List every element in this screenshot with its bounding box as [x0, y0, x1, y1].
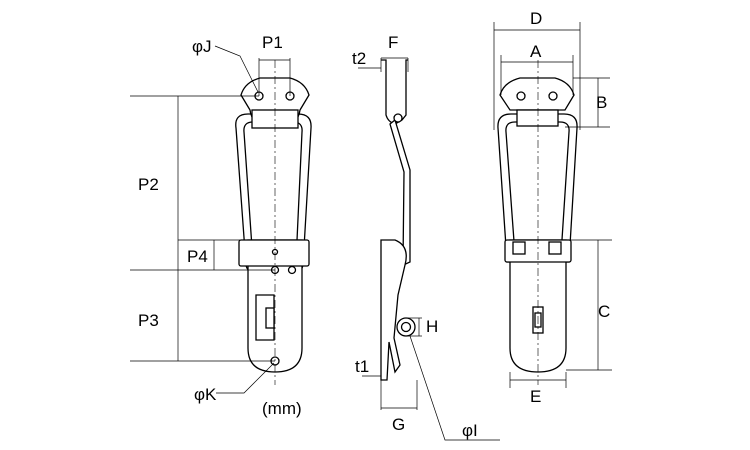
label-e: E — [530, 387, 541, 406]
label-p1: P1 — [262, 33, 283, 52]
back-hole-right — [548, 91, 558, 101]
front-rivet-right — [287, 265, 297, 275]
side-top-plate — [381, 59, 408, 125]
label-phi-i: φI — [462, 421, 478, 440]
back-top-plate-neck — [516, 109, 559, 127]
side-hook-inner — [400, 321, 412, 333]
front-view — [130, 45, 312, 394]
label-unit: (mm) — [262, 399, 302, 418]
side-upper-pivot — [393, 113, 403, 123]
back-top-plate — [499, 77, 575, 111]
label-p2: P2 — [138, 175, 159, 194]
label-h: H — [426, 317, 438, 336]
label-a: A — [530, 42, 542, 61]
back-hole-left — [516, 91, 526, 101]
back-hinge-teeth-right — [548, 241, 562, 255]
back-hinge-teeth-left — [512, 241, 526, 255]
label-b: B — [596, 93, 607, 112]
side-body — [380, 239, 407, 381]
label-t2: t2 — [352, 49, 366, 68]
label-d: D — [530, 9, 542, 28]
back-view — [493, 22, 612, 388]
label-c: C — [598, 302, 610, 321]
back-wire-loop-inner — [505, 121, 570, 256]
label-p3: P3 — [138, 311, 159, 330]
label-g: G — [392, 415, 405, 434]
label-t1: t1 — [355, 357, 369, 376]
label-phi-j: φJ — [192, 37, 212, 56]
side-view — [358, 57, 500, 441]
front-slot-insert — [265, 307, 275, 329]
label-f: F — [388, 33, 398, 52]
front-slot — [255, 294, 275, 341]
label-p4: P4 — [187, 247, 208, 266]
label-phi-k: φK — [194, 385, 217, 404]
